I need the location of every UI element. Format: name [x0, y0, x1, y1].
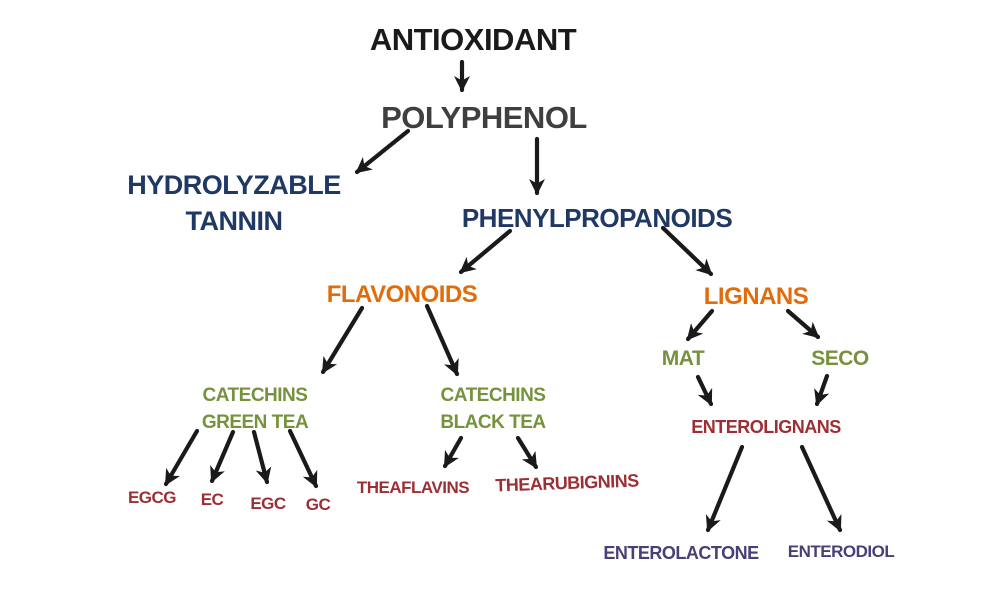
arrow-phenylpropanoids-flavonoids	[458, 228, 513, 275]
arrow-enterolignans-enterolactone	[705, 444, 745, 533]
node-antioxidant: ANTIOXIDANT	[369, 22, 577, 57]
arrow-flavonoids-green-tea	[320, 305, 365, 375]
arrow-black-tea-theaflavins	[442, 435, 464, 469]
arrow-green-tea-egcg	[163, 428, 200, 487]
node-hydrolyzable-tannin-line1: HYDROLYZABLE	[127, 170, 341, 200]
node-catechins-black-tea-line2: BLACK TEA	[440, 412, 546, 433]
node-flavonoids: FLAVONOIDS	[326, 281, 478, 308]
node-mat: MAT	[661, 347, 705, 370]
node-phenylpropanoids: PHENYLPROPANOIDS	[461, 203, 733, 233]
node-catechins-green-tea-line2: GREEN TEA	[201, 412, 309, 433]
arrow-lignans-seco	[785, 308, 821, 340]
arrow-black-tea-thearubignins	[515, 435, 539, 470]
node-ec: EC	[200, 490, 224, 509]
node-catechins-green-tea: CATECHINS GREEN TEA	[201, 382, 309, 436]
node-theaflavins: THEAFLAVINS	[356, 478, 470, 497]
node-catechins-black-tea: CATECHINS BLACK TEA	[440, 382, 546, 436]
node-catechins-black-tea-line1: CATECHINS	[440, 385, 546, 406]
arrow-green-tea-gc	[287, 428, 319, 489]
arrow-polyphenol-hydrolyzable	[354, 128, 411, 175]
node-lignans: LIGNANS	[703, 283, 809, 310]
node-hydrolyzable-tannin-line2: TANNIN	[185, 206, 283, 236]
node-egcg: EGCG	[127, 488, 177, 507]
arrow-lignans-mat	[685, 308, 715, 342]
arrow-enterolignans-enterodiol	[799, 444, 843, 533]
node-gc: GC	[305, 495, 331, 514]
node-enterolactone: ENTEROLACTONE	[603, 543, 759, 563]
arrow-green-tea-ec	[209, 429, 236, 484]
arrow-green-tea-egc	[251, 429, 272, 485]
node-enterodiol: ENTERODIOL	[787, 542, 895, 561]
node-enterolignans: ENTEROLIGNANS	[691, 417, 841, 437]
node-thearubignins: THEARUBIGNINS	[494, 470, 640, 496]
arrow-seco-enterolignans	[814, 373, 830, 407]
node-egc: EGC	[250, 494, 286, 513]
arrow-flavonoids-black-tea	[424, 303, 460, 377]
arrow-mat-enterolignans	[695, 374, 714, 407]
node-seco: SECO	[811, 347, 869, 370]
node-catechins-green-tea-line1: CATECHINS	[202, 385, 308, 406]
node-hydrolyzable-tannin: HYDROLYZABLE TANNIN	[127, 167, 341, 239]
arrow-phenylpropanoids-lignans	[660, 225, 714, 277]
node-polyphenol: POLYPHENOL	[381, 100, 587, 135]
